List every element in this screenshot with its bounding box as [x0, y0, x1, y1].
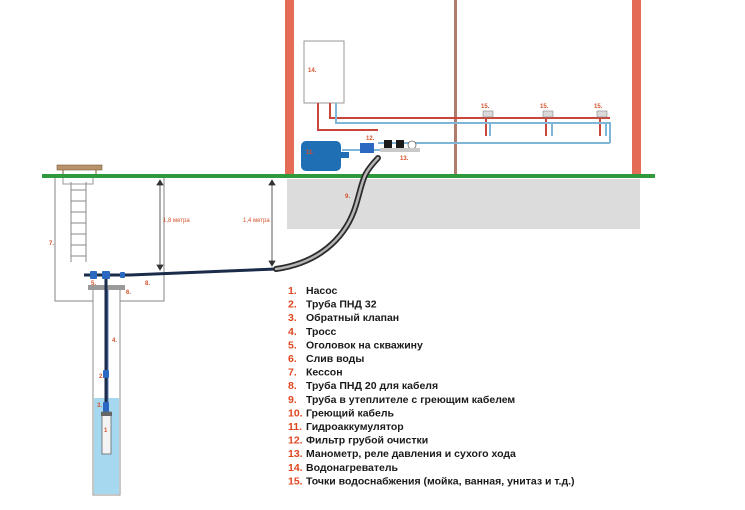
callout-4: 4. [112, 338, 117, 344]
caisson-ladder [70, 182, 87, 262]
legend-item-10-number: 10. [288, 407, 303, 419]
legend-item-3-text: Обратный клапан [306, 312, 399, 324]
legend-item-3-number: 3. [288, 312, 297, 324]
heating-cable [274, 156, 380, 271]
dimension-caisson [156, 179, 164, 271]
water-heater [303, 40, 345, 104]
legend-item-13-number: 13. [288, 448, 303, 460]
caisson [54, 175, 165, 302]
legend-item-9-number: 9. [288, 394, 297, 406]
legend-item-4-text: Тросс [306, 326, 337, 338]
callout-15-c: 15. [594, 104, 603, 110]
hot-water-pipes [317, 103, 610, 136]
legend-item-2-number: 2. [288, 299, 297, 311]
legend-item-13-text: Манометр, реле давления и сухого хода [306, 448, 516, 460]
legend-item-15-number: 15. [288, 475, 303, 487]
legend-item-1-number: 1. [288, 285, 297, 297]
house-partition [454, 0, 457, 176]
legend-item-1-text: Насос [306, 285, 338, 297]
legend-item-6-text: Слив воды [306, 353, 364, 365]
ground-line [42, 174, 655, 178]
callout-6: 6. [126, 290, 131, 296]
legend-item-4-number: 4. [288, 326, 297, 338]
legend-item-12-number: 12. [288, 435, 303, 447]
legend-item-8-text: Труба ПНД 20 для кабеля [306, 380, 438, 392]
coarse-filter [360, 143, 374, 153]
legend-item-8-number: 8. [288, 380, 297, 392]
dimension-trench-label: 1,4 метра [243, 218, 270, 224]
legend-item-14-text: Водонагреватель [306, 462, 399, 474]
faucet-icons [482, 110, 608, 118]
legend-item-15-text: Точки водоснабжения (мойка, ванная, унит… [306, 475, 575, 487]
callout-15-b: 15. [540, 104, 549, 110]
callout-9: 9. [345, 194, 350, 200]
legend-item-5-text: Оголовок на скважину [306, 339, 423, 351]
callout-12: 12. [366, 136, 375, 142]
callout-1: 1 [104, 428, 108, 434]
legend-item-7-text: Кессон [306, 367, 343, 379]
callout-5: 5. [91, 281, 96, 287]
pipe-fittings [90, 271, 125, 412]
legend-item-10-text: Греющий кабель [306, 407, 395, 419]
legend-item-2-text: Труба ПНД 32 [306, 299, 377, 311]
dimension-caisson-label: 1,8 метра [163, 218, 190, 224]
legend-item-11-number: 11. [288, 421, 302, 433]
house-wall-right [632, 0, 641, 176]
cold-water-pipes [335, 103, 611, 151]
callout-8: 8. [145, 281, 150, 287]
hydro-accumulator [301, 141, 341, 171]
callout-3: 3. [97, 403, 102, 409]
callout-13: 13. [400, 156, 409, 162]
house-foundation [287, 179, 640, 229]
legend-item-6-number: 6. [288, 353, 297, 365]
legend-item-14-number: 14. [288, 462, 303, 474]
callout-14: 14. [308, 68, 317, 74]
legend-item-9-text: Труба в утеплителе с греющим кабелем [306, 394, 515, 406]
house-wall-left [285, 0, 294, 176]
legend: 1. Насос 2. Труба ПНД 32 3. Обратный клапан 4.… [288, 285, 575, 487]
legend-item-11-text: Гидроаккумулятор [306, 421, 404, 433]
caisson-lid [56, 164, 103, 171]
legend-item-5-number: 5. [288, 339, 297, 351]
legend-item-7-number: 7. [288, 367, 297, 379]
callout-11: 11. [306, 150, 314, 156]
dimension-trench [268, 179, 276, 267]
legend-item-12-text: Фильтр грубой очистки [306, 435, 428, 447]
callout-15-a: 15. [481, 104, 490, 110]
pressure-switch-group [380, 140, 420, 152]
callout-7: 7. [49, 241, 54, 247]
callout-2: 2. [99, 374, 104, 380]
